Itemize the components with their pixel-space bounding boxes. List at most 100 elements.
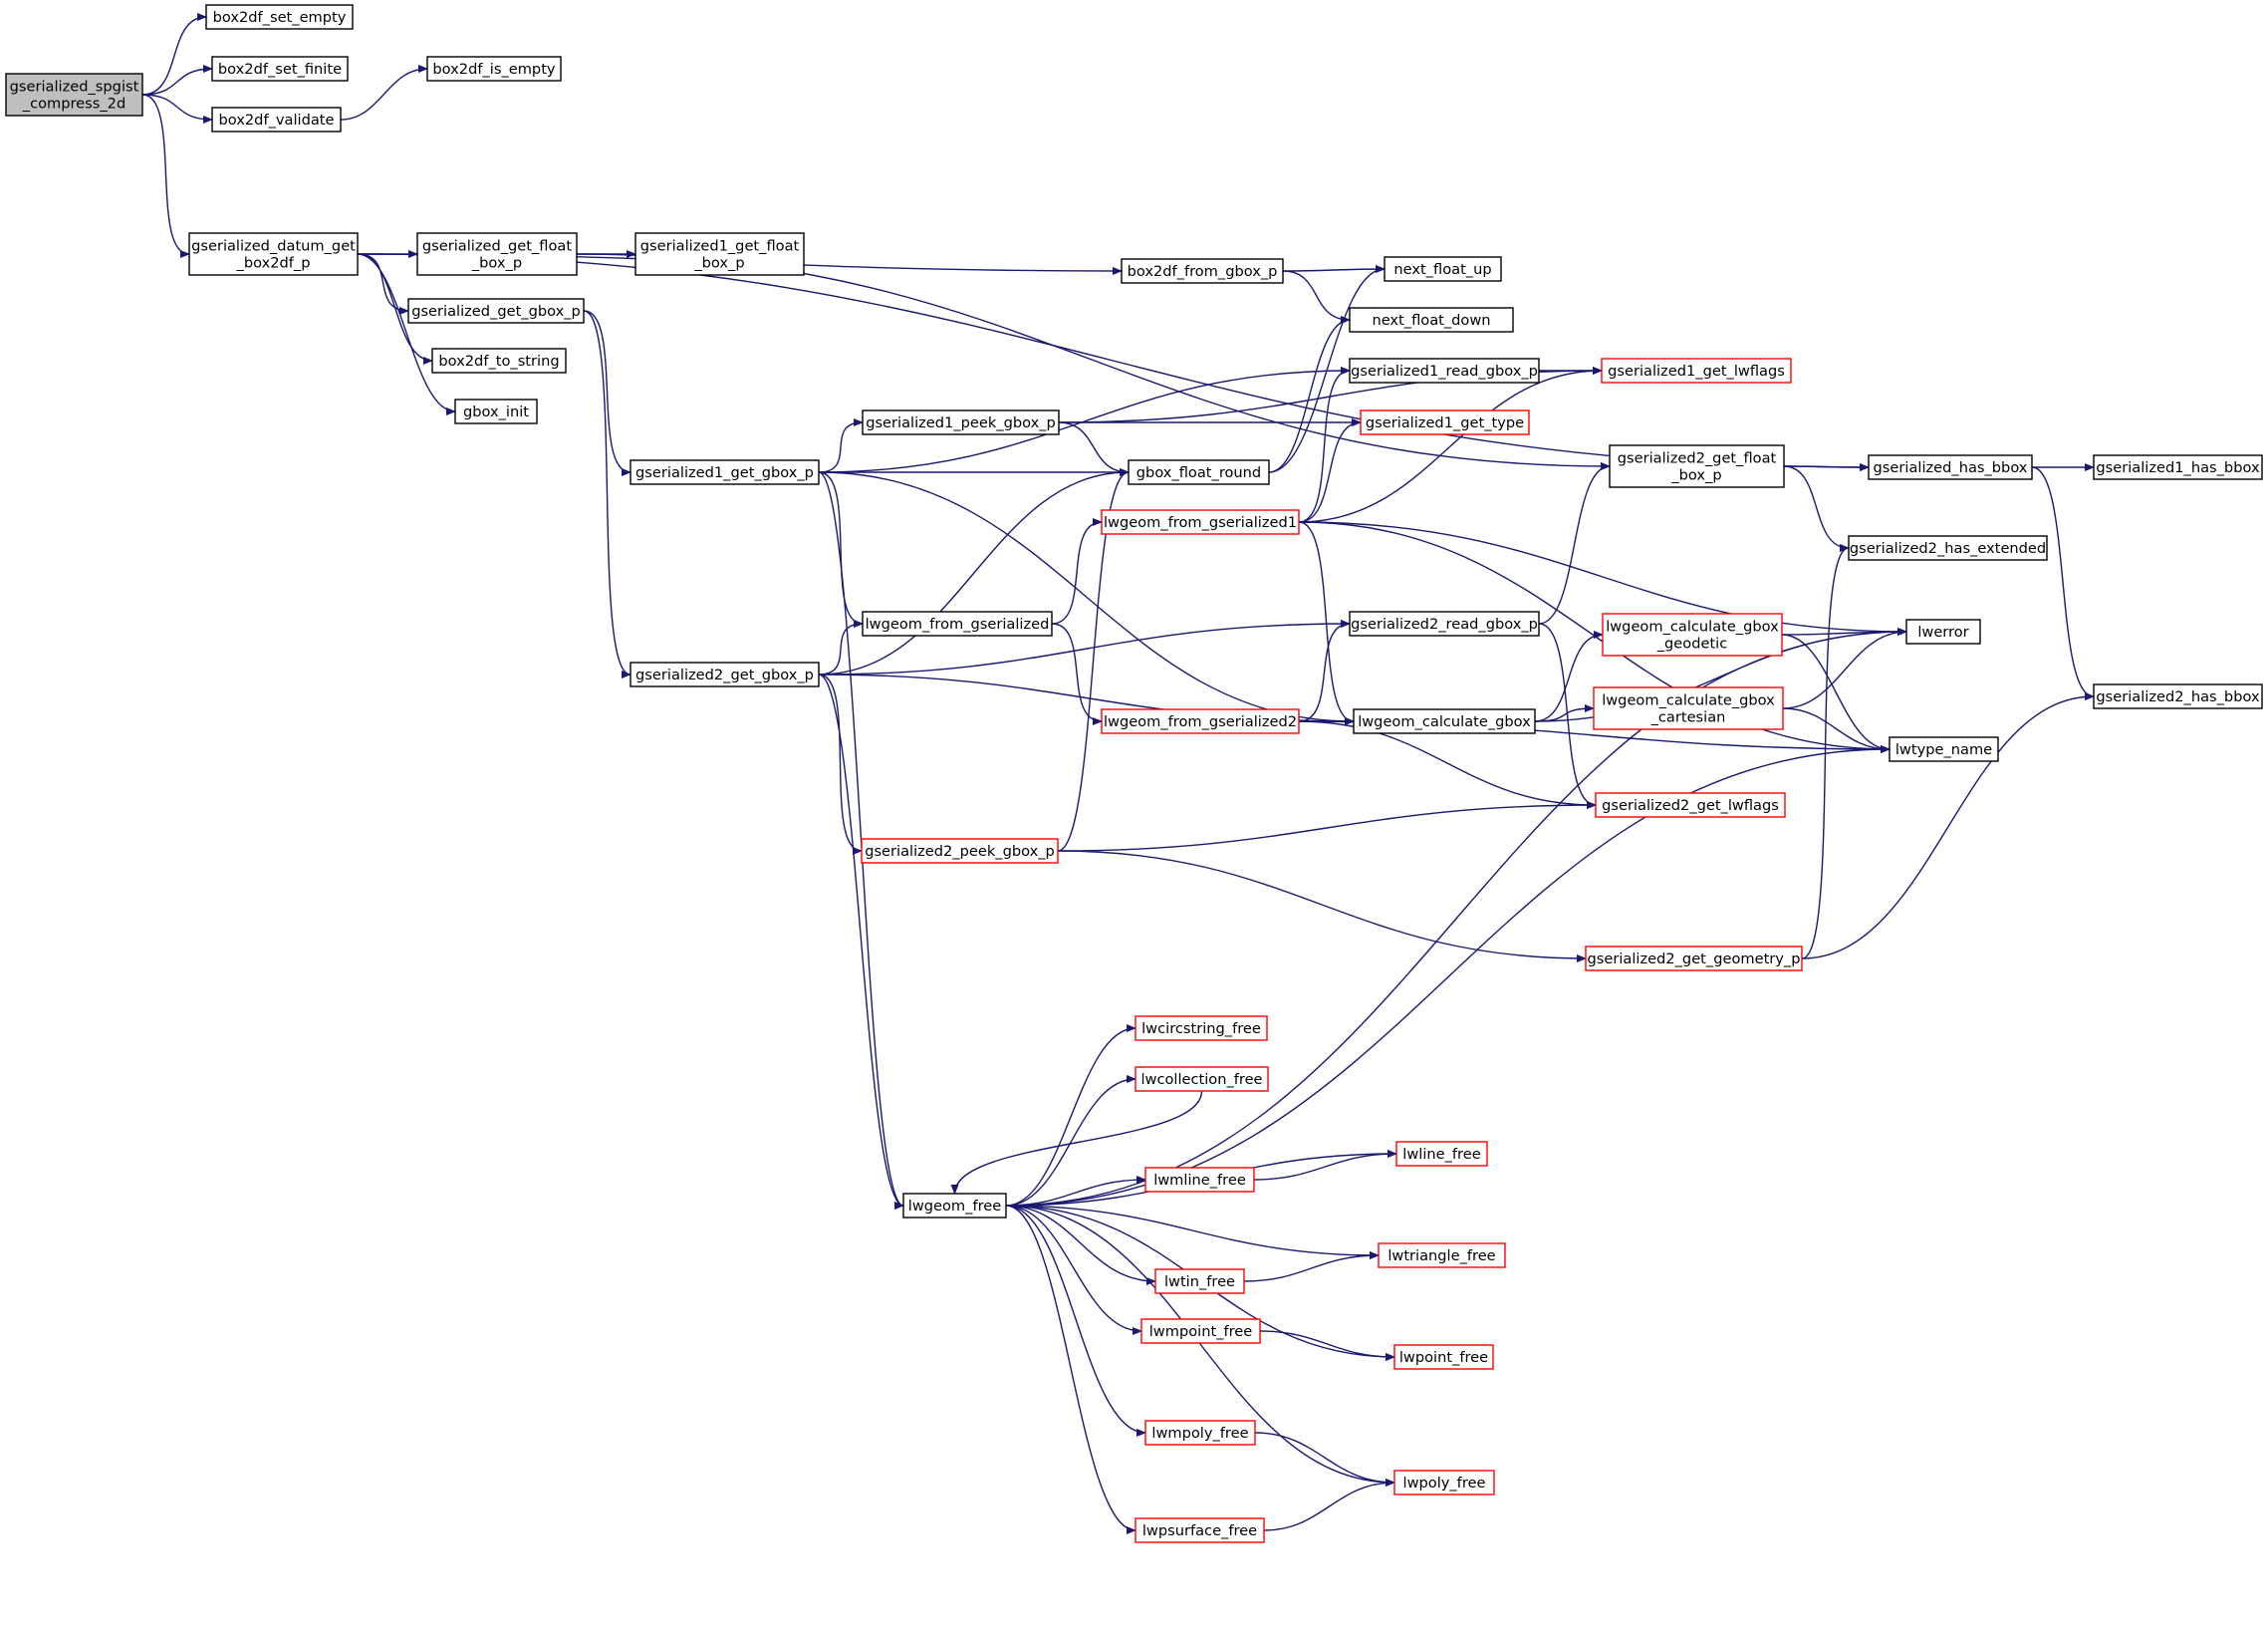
node-gs-has-bbox[interactable]: gserialized_has_bbox [1868,454,2033,480]
edge-lwgeom-free-to-lwpoly-free [1005,1205,1395,1487]
node-gs2-has-bbox[interactable]: gserialized2_has_bbox [2093,683,2263,709]
edge-gs2-peek-gbox-p-to-gs2-get-geometry-p [1057,850,1587,962]
node-lwmline-free[interactable]: lwmline_free [1144,1167,1255,1193]
node-lwmpoint-free[interactable]: lwmpoint_free [1140,1318,1261,1344]
node-box2df-from-gbox-p[interactable]: box2df_from_gbox_p [1121,258,1284,284]
node-gbox-init[interactable]: gbox_init [454,399,538,424]
node-gs1-peek-gbox-p[interactable]: gserialized1_peek_gbox_p [862,409,1060,435]
edge-line [1268,316,1351,473]
node-box2df-set-empty[interactable]: box2df_set_empty [205,4,354,30]
edge-gs-has-bbox-to-gs2-has-bbox [2031,466,2095,700]
edge-line [1298,521,1355,725]
node-lwgeom-from-gs1[interactable]: lwgeom_from_gserialized1 [1101,509,1300,535]
node-box [1593,686,1784,730]
node-box [1393,1344,1494,1370]
edge-line [141,94,190,258]
node-lwtriangle-free[interactable]: lwtriangle_free [1378,1242,1506,1268]
node-label: lwpoint_free [1399,1349,1488,1366]
node-box [2093,683,2263,709]
node-gs1-read-gbox-p[interactable]: gserialized1_read_gbox_p [1349,358,1540,384]
node-box [1349,358,1540,384]
node-gs2-read-gbox-p[interactable]: gserialized2_read_gbox_p [1349,611,1540,637]
edge-line [1282,265,1386,274]
edge-line [1298,521,1907,636]
node-next-float-up[interactable]: next_float_up [1384,256,1502,282]
node-box2df-is-empty[interactable]: box2df_is_empty [426,56,562,82]
node-label: lwgeom_free [908,1198,1001,1215]
edge-line [2031,466,2095,700]
node-box2df-validate[interactable]: box2df_validate [211,107,342,133]
node-gs-datum-get-box2df-p[interactable]: gserialized_datum_get_box2df_p [188,232,359,276]
node-label: lwgeom_from_gserialized [866,616,1050,633]
node-lwcollection-free[interactable]: lwcollection_free [1134,1066,1269,1092]
node-gs2-get-float-box-p[interactable]: gserialized2_get_float_box_p [1609,444,1785,488]
node-lwcircstring-free[interactable]: lwcircstring_free [1134,1015,1268,1041]
node-gbox-float-round[interactable]: gbox_float_round [1128,459,1270,485]
node-root[interactable]: gserialized_spgist_compress_2d [5,73,143,117]
node-lwpoint-free[interactable]: lwpoint_free [1393,1344,1494,1370]
node-lwpoly-free[interactable]: lwpoly_free [1393,1470,1495,1495]
node-box [1868,454,2033,480]
node-label: gserialized1_get_type [1366,414,1524,431]
node-gs2-has-extended[interactable]: gserialized2_has_extended [1848,535,2048,561]
node-label: gserialized2_get_lwflags [1602,797,1779,814]
node-label: gserialized1_peek_gbox_p [866,414,1056,431]
node-gs2-get-lwflags[interactable]: gserialized2_get_lwflags [1595,792,1786,818]
node-label: gbox_float_round [1136,464,1261,481]
node-lwgeom-free[interactable]: lwgeom_free [902,1193,1007,1219]
node-gs1-get-lwflags[interactable]: gserialized1_get_lwflags [1601,358,1792,384]
edge-line [1051,518,1103,625]
node-gs1-get-type[interactable]: gserialized1_get_type [1360,409,1530,435]
node-gs2-peek-gbox-p[interactable]: gserialized2_peek_gbox_p [861,838,1059,864]
edge-line [1268,265,1386,473]
node-label: gserialized_datum_get [191,238,356,255]
node-label: lwtriangle_free [1387,1247,1495,1264]
edge-lwgeom-free-to-lwmline-free [1005,1176,1146,1207]
edge-gs-datum-get-box2df-p-to-gs-get-gbox-p [357,253,409,315]
node-lwgeom-calc-gbox[interactable]: lwgeom_calculate_gbox [1353,708,1536,734]
node-box [1349,611,1540,637]
node-label: lwgeom_calculate_gbox [1606,619,1779,636]
node-lwgeom-calc-gbox-geodetic[interactable]: lwgeom_calculate_gbox_geodetic [1602,613,1783,657]
node-box [211,56,349,82]
node-gs2-get-gbox-p[interactable]: gserialized2_get_gbox_p [630,662,820,687]
edge-line [141,13,207,96]
edge-lwmpoly-free-to-lwpoly-free [1254,1432,1395,1487]
edge-gbox-float-round-to-next-float-up [1268,265,1386,473]
edge-line [1005,1205,1142,1335]
edge-line [1263,1479,1395,1531]
edge-line [818,471,864,628]
edge-line [818,367,1351,473]
node-gs-get-gbox-p[interactable]: gserialized_get_gbox_p [407,298,585,324]
edge-line [1057,850,1587,962]
node-lwgeom-from-gs2[interactable]: lwgeom_from_gserialized2 [1101,708,1300,734]
node-lwerror[interactable]: lwerror [1905,619,1981,645]
node-box2df-set-finite[interactable]: box2df_set_finite [211,56,349,82]
node-gs1-get-gbox-p[interactable]: gserialized1_get_gbox_p [630,459,820,485]
node-lwpsurface-free[interactable]: lwpsurface_free [1134,1517,1265,1543]
node-box [1121,258,1284,284]
node-label: gserialized1_get_gbox_p [635,464,814,481]
node-label: lwmpoint_free [1149,1323,1253,1340]
node-gs1-get-float-box-p[interactable]: gserialized1_get_float_box_p [634,232,805,276]
edge-root-to-box2df-validate [141,94,213,124]
node-label: lwtype_name [1895,741,1992,758]
edge-line [818,674,904,1210]
node-box [630,662,820,687]
node-lwgeom-calc-gbox-cartesian[interactable]: lwgeom_calculate_gbox_cartesian [1593,686,1784,730]
edge-line [1005,1205,1146,1437]
node-box2df-to-string[interactable]: box2df_to_string [431,348,567,374]
node-gs-get-float-box-p[interactable]: gserialized_get_float_box_p [416,232,578,276]
edge-line [818,418,864,473]
node-lwgeom-from-gs[interactable]: lwgeom_from_gserialized [862,611,1053,637]
node-lwtin-free[interactable]: lwtin_free [1154,1268,1245,1294]
node-lwline-free[interactable]: lwline_free [1395,1141,1488,1167]
node-gs1-has-bbox[interactable]: gserialized1_has_bbox [2093,454,2263,480]
node-lwmpoly-free[interactable]: lwmpoly_free [1144,1420,1256,1446]
node-next-float-down[interactable]: next_float_down [1349,307,1514,333]
edge-line [1298,720,1597,809]
node-lwtype-name[interactable]: lwtype_name [1889,736,1999,762]
node-gs2-get-geometry-p[interactable]: gserialized2_get_geometry_p [1585,946,1803,971]
edge-line [818,674,863,855]
